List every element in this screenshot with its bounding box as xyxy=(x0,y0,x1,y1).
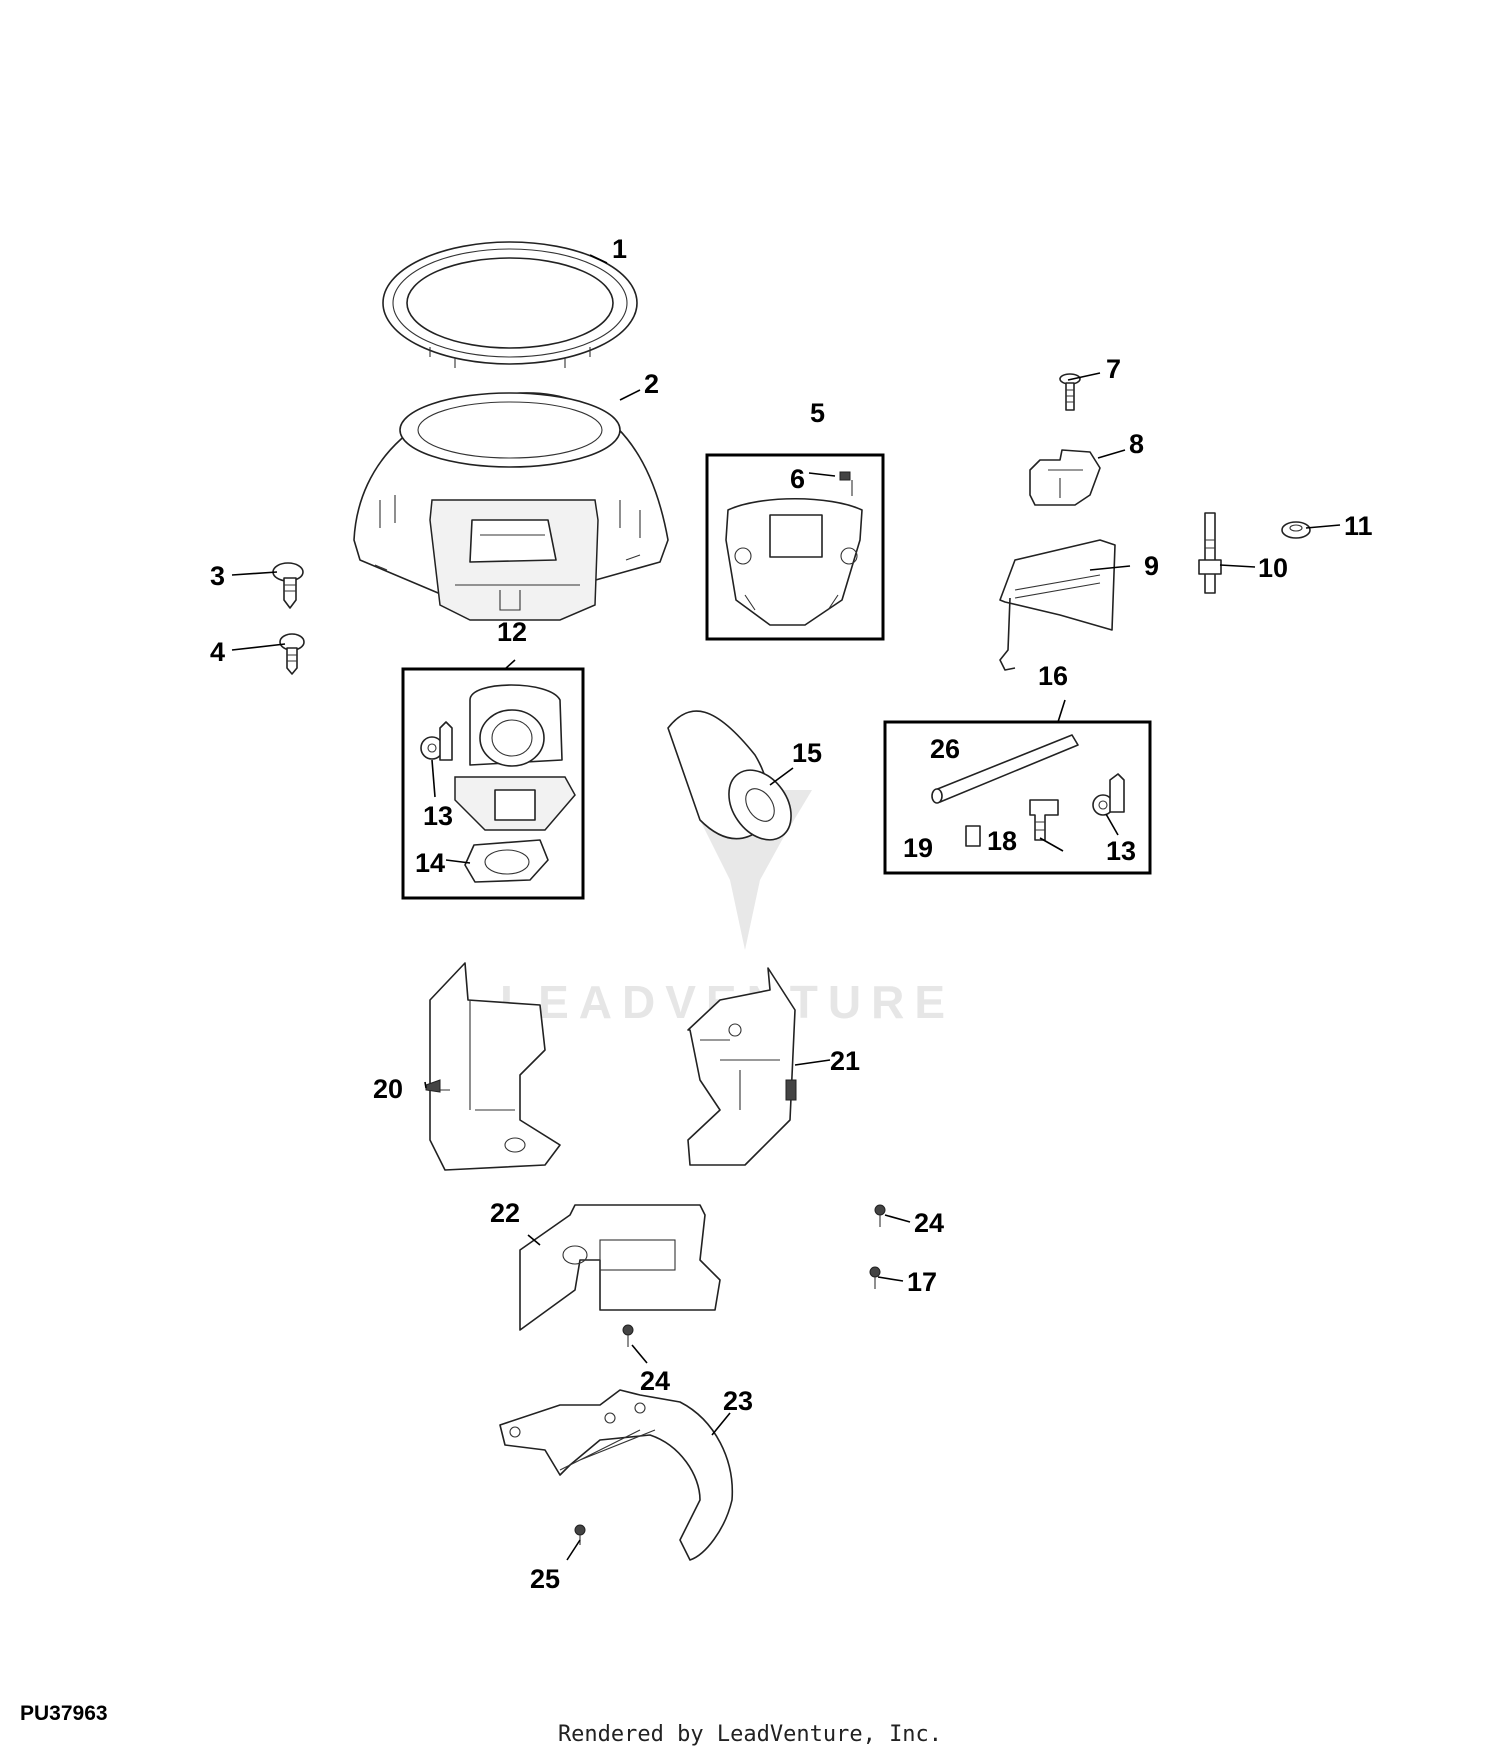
callout-20: 20 xyxy=(373,1074,403,1104)
callout-22: 22 xyxy=(490,1198,520,1228)
part-8-bracket xyxy=(1029,449,1101,506)
part-11-nut xyxy=(1281,521,1311,539)
callout-26: 26 xyxy=(930,734,960,764)
callout-21: 21 xyxy=(830,1046,860,1076)
kit-box-16 xyxy=(883,720,1152,875)
leader-lines xyxy=(231,254,1341,1561)
callout-18: 18 xyxy=(987,826,1017,856)
callout-24-right: 24 xyxy=(914,1208,944,1238)
part-9-baffle xyxy=(999,539,1116,671)
part-23-curved-bracket xyxy=(499,1389,734,1561)
part-4-bolt xyxy=(279,633,305,675)
callout-labels: 1 2 3 4 5 6 7 8 9 10 11 12 13 14 15 16 2… xyxy=(210,234,1373,1594)
callout-5: 5 xyxy=(810,398,825,428)
callout-25: 25 xyxy=(530,1564,560,1594)
part-26-tube xyxy=(931,734,1079,804)
callout-11: 11 xyxy=(1344,511,1373,541)
part-6-screw xyxy=(839,471,853,496)
callout-4: 4 xyxy=(210,637,225,667)
callout-12: 12 xyxy=(497,617,527,647)
callout-3: 3 xyxy=(210,561,225,591)
callout-6: 6 xyxy=(790,464,805,494)
figure-id: PU37963 xyxy=(20,1702,108,1725)
callout-14: 14 xyxy=(415,848,445,878)
render-credit: Rendered by LeadVenture, Inc. xyxy=(557,1722,943,1747)
callout-24-center: 24 xyxy=(640,1366,670,1396)
part-12-air-cleaner xyxy=(454,684,576,831)
callout-9: 9 xyxy=(1144,551,1159,581)
part-24-screw-center xyxy=(622,1324,634,1347)
callout-1: 1 xyxy=(612,234,627,264)
part-7-screw xyxy=(1059,373,1081,411)
part-18-connector xyxy=(1029,799,1059,841)
part-1-ring xyxy=(382,241,638,368)
callout-19: 19 xyxy=(903,833,933,863)
callout-7: 7 xyxy=(1106,354,1121,384)
callout-16: 16 xyxy=(1038,661,1068,691)
part-13-fitting-kit xyxy=(1092,773,1125,816)
part-15-filter xyxy=(667,710,792,841)
kit-box-12 xyxy=(401,667,585,900)
kit-box-5 xyxy=(705,453,885,641)
part-13-fitting xyxy=(420,721,453,761)
part-20-shroud xyxy=(425,962,561,1171)
part-3-bolt xyxy=(272,562,304,609)
callout-23: 23 xyxy=(723,1386,753,1416)
callout-15: 15 xyxy=(792,738,822,768)
part-10-stud xyxy=(1198,512,1222,594)
part-25-screw xyxy=(574,1524,586,1545)
part-5-cover xyxy=(725,497,863,626)
part-14-gasket xyxy=(464,839,549,883)
callout-17: 17 xyxy=(907,1267,937,1297)
callout-8: 8 xyxy=(1129,429,1144,459)
callout-13-kit: 13 xyxy=(1106,836,1136,866)
callout-13: 13 xyxy=(423,801,453,831)
part-19-sleeve xyxy=(965,825,981,847)
callout-2: 2 xyxy=(644,369,659,399)
part-21-shroud xyxy=(687,967,797,1166)
callout-10: 10 xyxy=(1258,553,1288,583)
part-2-blower-housing xyxy=(353,392,669,621)
part-24-screw-right xyxy=(874,1204,886,1227)
part-17-screw xyxy=(869,1266,881,1289)
part-22-plate xyxy=(519,1204,721,1331)
